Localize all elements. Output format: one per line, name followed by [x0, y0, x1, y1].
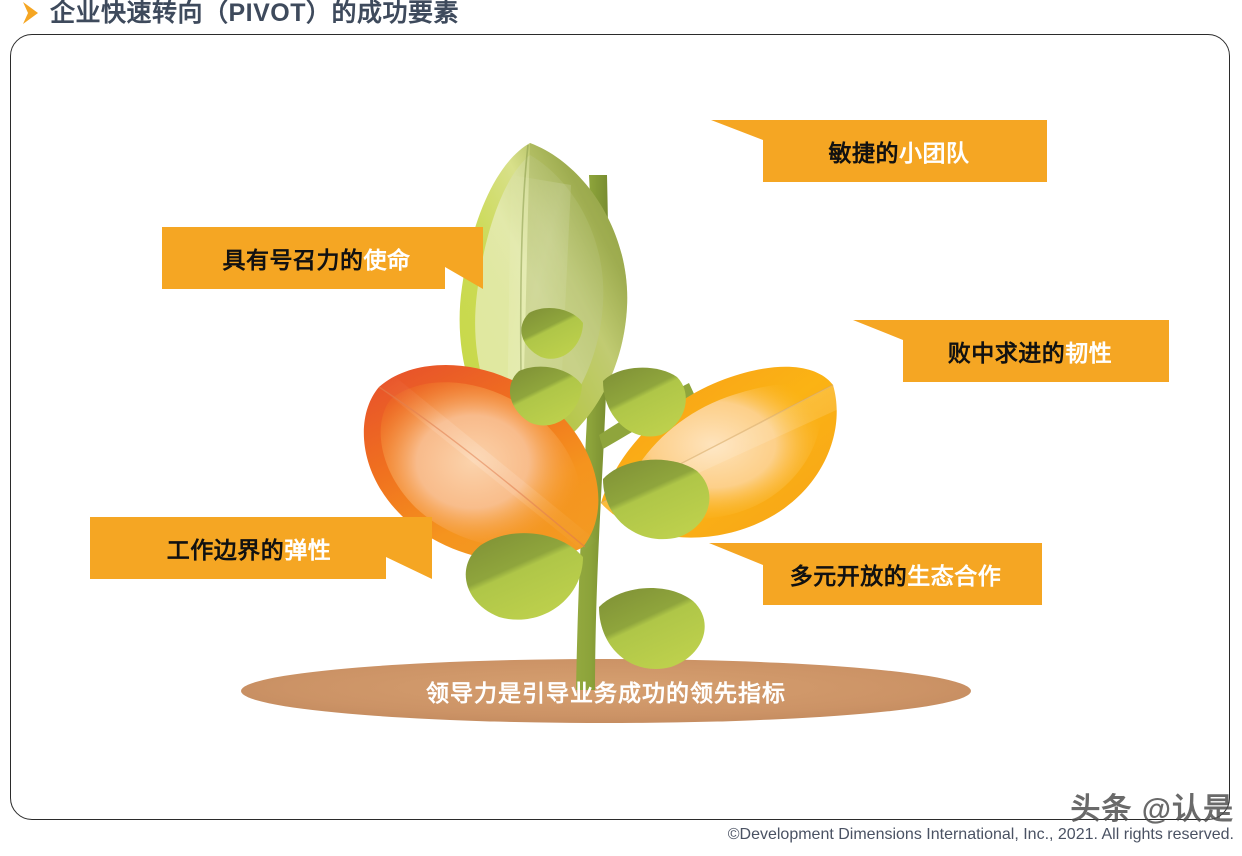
- callout-banner-shape: [90, 517, 432, 579]
- callout-ecosystem[interactable]: 多元开放的生态合作: [709, 543, 1042, 605]
- callout-text-dark: 多元开放的: [789, 563, 908, 589]
- callout-agile-team[interactable]: 敏捷的小团队: [711, 120, 1047, 182]
- right-yellow-leaf: [600, 366, 843, 538]
- callout-text: 敏捷的小团队: [711, 134, 1047, 168]
- stem-leaflet-2: [603, 367, 686, 437]
- callout-text: 工作边界的弹性: [90, 531, 432, 565]
- stem-leaflet-4: [465, 533, 583, 620]
- stem-leaflet-6: [521, 308, 583, 359]
- slide-title-bar: 企业快速转向（PIVOT）的成功要素: [0, 0, 1242, 30]
- callout-text-dark: 败中求进的: [947, 340, 1066, 366]
- callout-banner-shape: [162, 227, 483, 289]
- callout-banner-shape: [711, 120, 1047, 182]
- callout-mission[interactable]: 具有号召力的使命: [162, 227, 483, 289]
- top-green-leaf: [459, 143, 628, 470]
- branch-right: [599, 383, 695, 449]
- callout-text: 多元开放的生态合作: [709, 557, 1042, 591]
- callout-text: 败中求进的韧性: [853, 334, 1169, 368]
- callout-banner-shape: [853, 320, 1169, 382]
- callout-text-light: 小团队: [899, 140, 970, 166]
- callout-text-dark: 具有号召力的: [222, 247, 364, 273]
- copyright-notice: ©Development Dimensions International, I…: [727, 826, 1234, 843]
- stem-leaflet-5: [599, 588, 705, 670]
- branch-top: [562, 188, 603, 275]
- callout-text-dark: 敏捷的: [828, 140, 899, 166]
- stem-leaflet-1: [509, 366, 582, 426]
- callout-text-dark: 工作边界的: [166, 537, 285, 563]
- soil-label: 领导力是引导业务成功的领先指标: [426, 680, 786, 706]
- watermark: 头条 @认是: [1070, 793, 1234, 826]
- callout-text-light: 韧性: [1065, 340, 1113, 366]
- callout-banner-shape: [709, 543, 1042, 605]
- page-title: 企业快速转向（PIVOT）的成功要素: [50, 0, 460, 27]
- callout-text-light: 生态合作: [907, 563, 1002, 589]
- callout-resilience[interactable]: 败中求进的韧性: [853, 320, 1169, 382]
- callout-flexibility[interactable]: 工作边界的弹性: [90, 517, 432, 579]
- callout-text-light: 弹性: [284, 537, 332, 563]
- content-card: 领导力是引导业务成功的领先指标 敏捷的小团队 具有号召力的使命 败中求进的韧性: [10, 34, 1230, 820]
- branch-left: [473, 422, 589, 505]
- plant-stem: [576, 175, 609, 690]
- callout-text: 具有号召力的使命: [162, 241, 483, 275]
- chevron-right-icon: [23, 2, 38, 24]
- callout-text-light: 使命: [363, 247, 411, 273]
- stem-leaflet-3: [603, 459, 710, 540]
